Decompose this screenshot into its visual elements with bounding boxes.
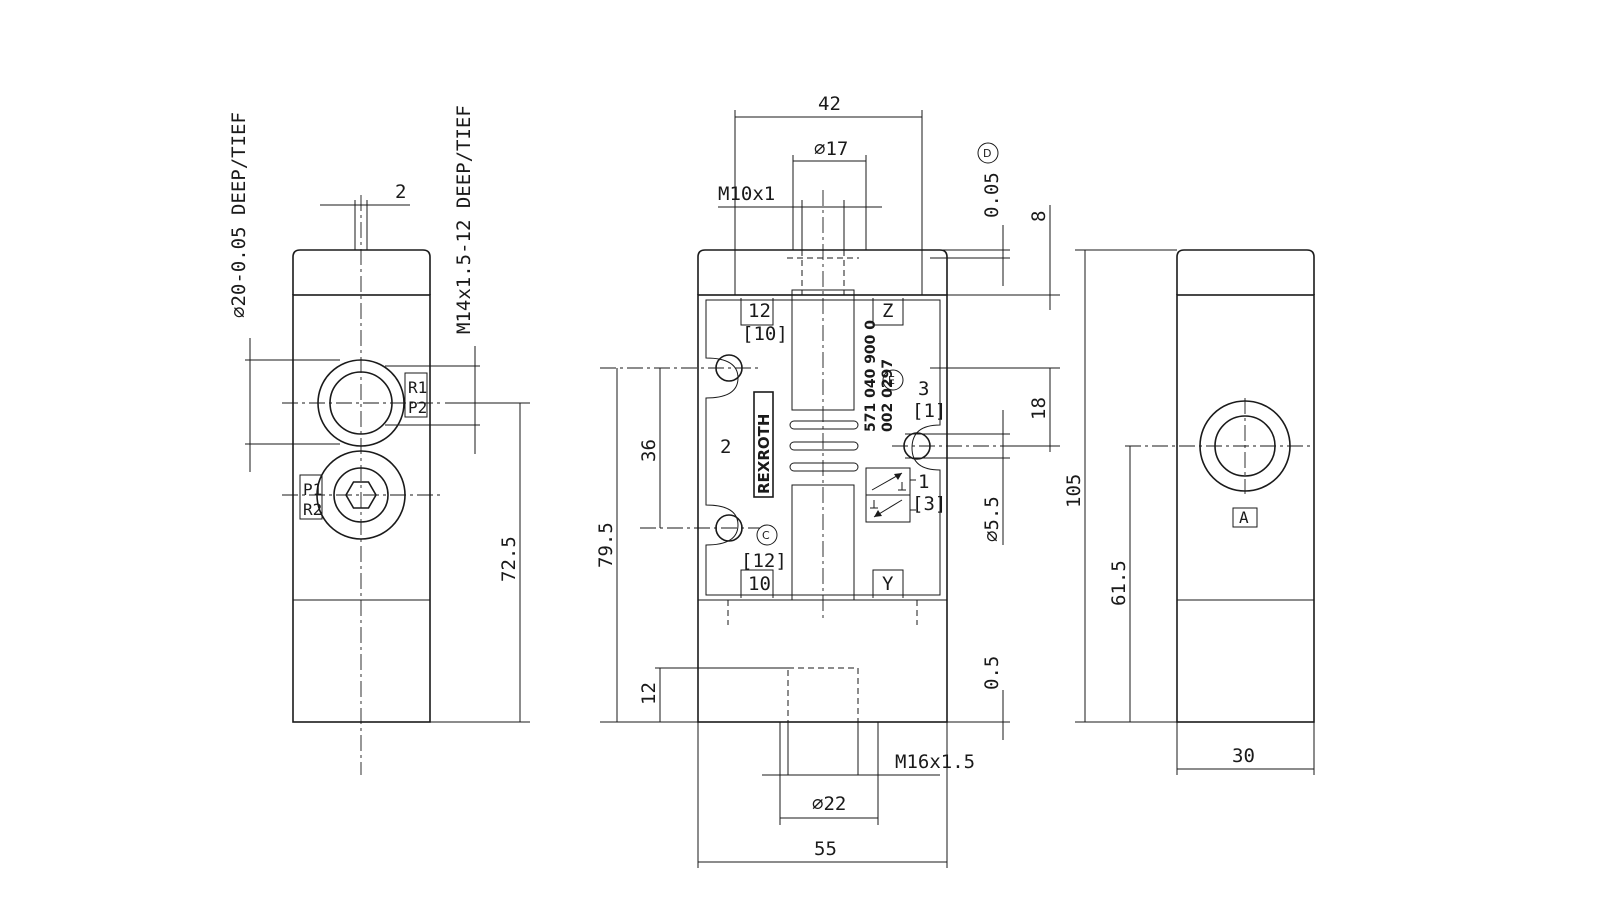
left-body-cap (292, 249, 431, 295)
dim-55w-text: 55 (814, 838, 837, 860)
front-view: 12 [10] Z 2 3 [1] 1 [3] [12] 10 Y E C RE… (595, 93, 1060, 868)
port-a-box (1232, 507, 1258, 528)
dim-thread-text: M14x1.5-12 DEEP/TIEF (453, 105, 475, 334)
dim-2-text: 2 (395, 181, 406, 203)
dim-72-text: 72.5 (498, 536, 520, 582)
datum-d-circle (977, 142, 999, 164)
port-12-bottom-label: [12] (741, 550, 787, 572)
part-number-line2: 002 0297 (880, 359, 896, 432)
dim-795-text: 79.5 (595, 522, 617, 568)
port-3-label: 3 (918, 378, 929, 400)
port-r2-label: R2 (303, 500, 322, 519)
front-body-block (697, 294, 948, 723)
datum-c-text: C (762, 529, 770, 542)
dim-m10-text: M10x1 (718, 183, 775, 205)
port-p1-label: P1 (303, 480, 322, 499)
port-10-bottom-label: 10 (748, 573, 771, 595)
spool-lower-channel (791, 484, 855, 601)
datum-e-circle (882, 369, 904, 391)
left-label-box-r1p2 (404, 372, 428, 418)
left-side-view: R1 P2 P1 R2 2 ⌀20-0.05 DEEP/TIEF M14x1.5… (228, 105, 530, 775)
port-1-alt-label: [3] (912, 493, 946, 515)
datum-d-text: D (983, 147, 991, 160)
dim-615-text: 61.5 (1108, 560, 1130, 606)
port-y-label: Y (882, 573, 894, 595)
valve-symbol (865, 467, 916, 523)
porty-bracket (872, 569, 904, 598)
front-body-cap (697, 249, 948, 295)
portz-bracket (872, 298, 904, 326)
dim-05-text: 0.5 (981, 656, 1003, 690)
port-2-label: 2 (720, 436, 731, 458)
dim-36-text: 36 (638, 439, 660, 462)
spool-groove-3 (789, 462, 859, 472)
dim-8-text: 8 (1028, 211, 1050, 222)
brand-logo-text: REXROTH (755, 414, 773, 494)
left-body-block (292, 294, 431, 723)
left-lower-port-mid (333, 467, 389, 523)
right-body-cap (1176, 249, 1315, 295)
datum-c-circle (756, 524, 778, 546)
port10-bracket (740, 569, 774, 598)
dim-42-text: 42 (818, 93, 841, 115)
dim-22-text: ⌀22 (812, 793, 846, 815)
spool-groove-1 (789, 420, 859, 430)
port-1-label: 1 (918, 471, 929, 493)
right-body-block (1176, 294, 1315, 723)
dim-30-text: 30 (1232, 745, 1255, 767)
dim-17-text: ⌀17 (814, 138, 848, 160)
part-number-line1: 571 040 900 0 (863, 320, 879, 432)
dim-bore-text: ⌀20-0.05 DEEP/TIEF (228, 112, 250, 318)
left-label-box-p1r2 (299, 474, 323, 520)
right-side-view: A 105 61.5 30 (1063, 249, 1315, 775)
spool-groove-2 (789, 441, 859, 451)
port-10-top-label: [10] (742, 323, 788, 345)
port-z-label: Z (882, 300, 893, 322)
dim-18-text: 18 (1028, 397, 1050, 420)
datum-e-text: E (888, 374, 895, 387)
brand-box (753, 391, 774, 498)
port12-bracket (740, 298, 774, 326)
dim-105-text: 105 (1063, 474, 1085, 508)
port-a-label: A (1239, 508, 1249, 527)
dim-tol-text: 0.05 (981, 172, 1003, 218)
port-p2-label: P2 (408, 398, 427, 417)
dim-m16-text: M16x1.5 (895, 751, 975, 773)
dim-55-text: ⌀5.5 (981, 496, 1003, 542)
dim-12-text: 12 (638, 682, 660, 705)
port-r1-label: R1 (408, 378, 427, 397)
port-3-alt-label: [1] (912, 400, 946, 422)
port-12-top-label: 12 (748, 300, 771, 322)
spool-upper-channel (791, 289, 855, 411)
bottom-port-hidden (787, 667, 859, 723)
